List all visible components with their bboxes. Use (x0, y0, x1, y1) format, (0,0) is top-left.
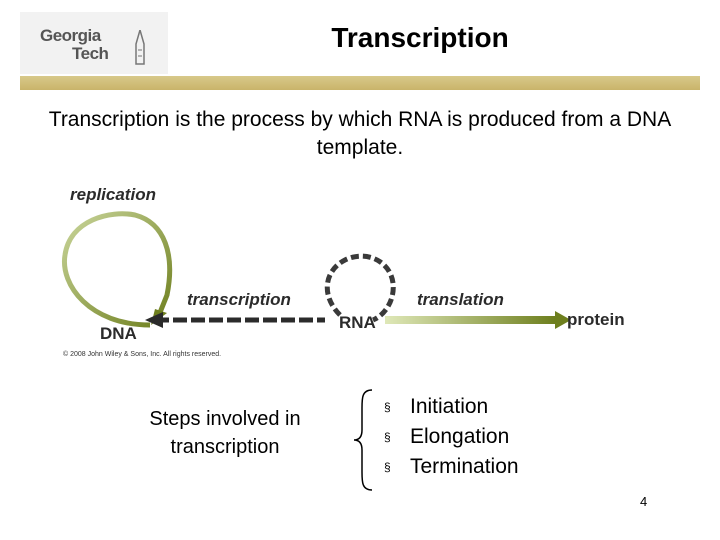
central-dogma-diagram: replication DNA transcription RNA transl… (61, 185, 625, 358)
title-divider-bar (20, 76, 700, 90)
georgia-tech-logo: Georgia Tech (40, 26, 109, 63)
rna-label: RNA (339, 313, 376, 332)
protein-label: protein (567, 310, 625, 329)
logo-line1: Georgia (40, 26, 101, 45)
intro-text: Transcription is the process by which RN… (48, 108, 672, 159)
transcription-arrowhead (145, 312, 163, 328)
replication-loop-arrow (61, 211, 173, 328)
step-elongation: Elongation (410, 424, 510, 448)
logo-box: Georgia Tech (20, 12, 168, 74)
bullet-icon: § (384, 429, 391, 444)
steps-label: Steps involved in transcription (149, 408, 301, 458)
dna-label: DNA (100, 324, 137, 343)
step-termination: Termination (410, 454, 519, 478)
page-number: 4 (640, 494, 648, 509)
list-item: § Termination (384, 452, 519, 482)
bullet-icon: § (384, 399, 391, 414)
curly-brace (353, 389, 373, 491)
copyright-note: © 2008 John Wiley & Sons, Inc. All right… (63, 350, 221, 358)
bullet-icon: § (384, 459, 391, 474)
replication-label: replication (70, 185, 156, 204)
step-initiation: Initiation (410, 395, 489, 418)
rna-loop-arrow (324, 253, 396, 323)
transcription-label: transcription (187, 290, 291, 309)
logo-line2: Tech (72, 44, 109, 63)
steps-list: § Initiation § Elongation § Termination (384, 392, 519, 482)
translation-label: translation (417, 290, 504, 309)
logo-tower-icon (135, 30, 145, 65)
translation-arrow (385, 316, 555, 324)
list-item: § Elongation (384, 422, 519, 452)
slide-title: Transcription (331, 22, 509, 53)
translation-arrowhead (555, 311, 571, 329)
list-item: § Initiation (384, 392, 519, 422)
